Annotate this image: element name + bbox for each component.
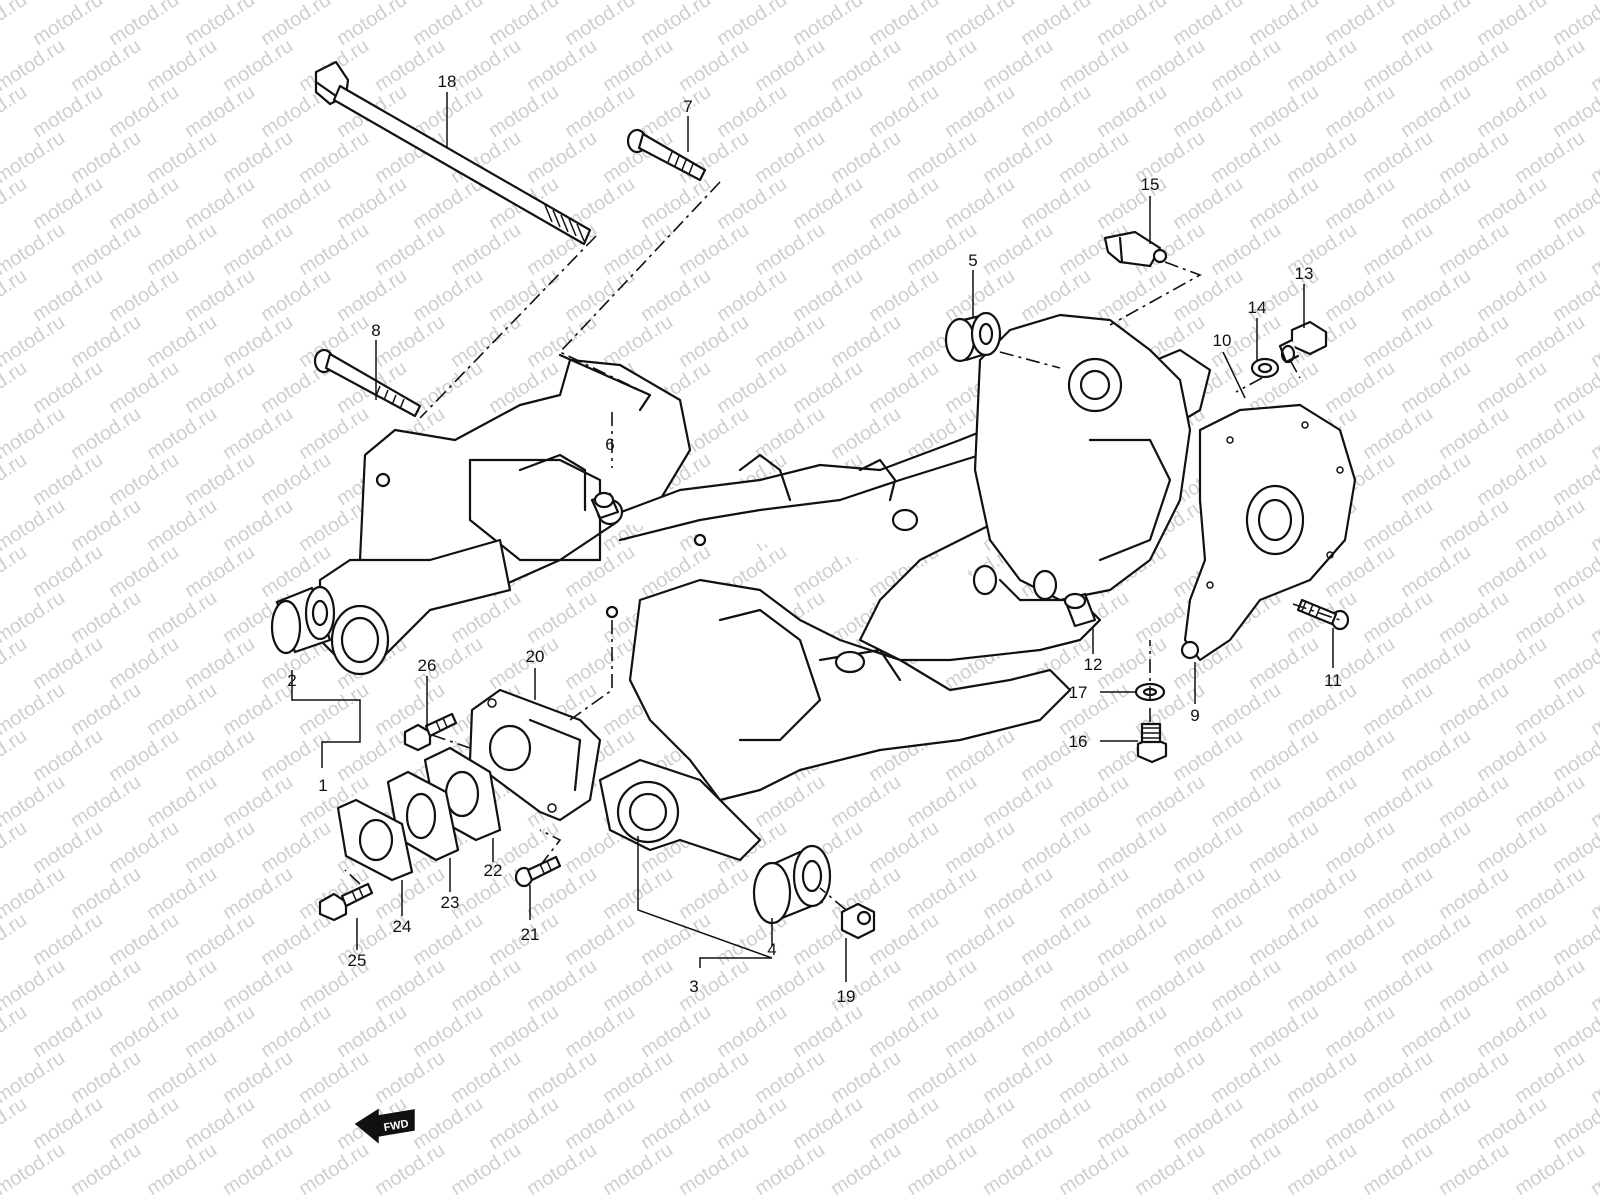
callout-13: 13 xyxy=(1295,264,1314,283)
plug-15 xyxy=(1103,230,1168,268)
callout-1: 1 xyxy=(318,776,327,795)
callout-labels: 1 2 3 4 5 6 7 8 9 10 11 12 13 14 15 16 1… xyxy=(287,72,1342,1006)
bushing-4 xyxy=(752,844,832,925)
bolt-26 xyxy=(403,712,458,752)
assembly-lines xyxy=(344,181,1341,911)
reed-valve-20 xyxy=(468,688,602,822)
dowel-12 xyxy=(1063,592,1097,628)
drain-bolt-16 xyxy=(1136,722,1168,764)
dowel-6 xyxy=(590,491,620,520)
through-bolt-18 xyxy=(314,60,592,246)
leader-lines xyxy=(291,92,1334,982)
callout-7: 7 xyxy=(683,97,692,116)
gasket-24 xyxy=(336,798,414,882)
callout-3: 3 xyxy=(689,977,698,996)
callout-19: 19 xyxy=(837,987,856,1006)
callout-11: 11 xyxy=(1324,671,1342,690)
callout-21: 21 xyxy=(521,925,540,944)
nut-19 xyxy=(840,902,876,940)
bolt-25 xyxy=(318,882,374,922)
bushing-5 xyxy=(944,311,1002,363)
plug-bolt-13 xyxy=(1278,320,1328,364)
callout-2: 2 xyxy=(287,671,296,690)
forward-arrow-icon xyxy=(354,1108,415,1144)
bushing-2 xyxy=(270,585,336,655)
callout-16: 16 xyxy=(1069,732,1088,751)
callout-26: 26 xyxy=(418,656,437,675)
callout-12: 12 xyxy=(1084,655,1103,674)
callout-5: 5 xyxy=(968,251,977,270)
callout-6: 6 xyxy=(605,435,614,454)
callout-17: 17 xyxy=(1069,683,1088,702)
fwd-label: FWD xyxy=(383,1118,410,1134)
crankcase-body xyxy=(318,313,1212,862)
callout-14: 14 xyxy=(1248,298,1267,317)
washer-14 xyxy=(1250,357,1280,379)
callout-10: 10 xyxy=(1213,331,1232,350)
callout-25: 25 xyxy=(348,951,367,970)
callout-18: 18 xyxy=(438,72,457,91)
bolt-7 xyxy=(626,128,707,182)
callout-15: 15 xyxy=(1141,175,1160,194)
callout-23: 23 xyxy=(441,893,460,912)
callout-24: 24 xyxy=(393,917,412,936)
bolt-21 xyxy=(514,855,562,888)
bolt-8 xyxy=(313,348,422,418)
callout-9: 9 xyxy=(1190,706,1199,725)
bearing-cover-9 xyxy=(1180,403,1357,662)
callout-20: 20 xyxy=(526,647,545,666)
callout-4: 4 xyxy=(767,940,776,959)
callout-22: 22 xyxy=(484,861,503,880)
callout-8: 8 xyxy=(371,321,380,340)
fwd-badge: FWD xyxy=(354,1108,415,1144)
